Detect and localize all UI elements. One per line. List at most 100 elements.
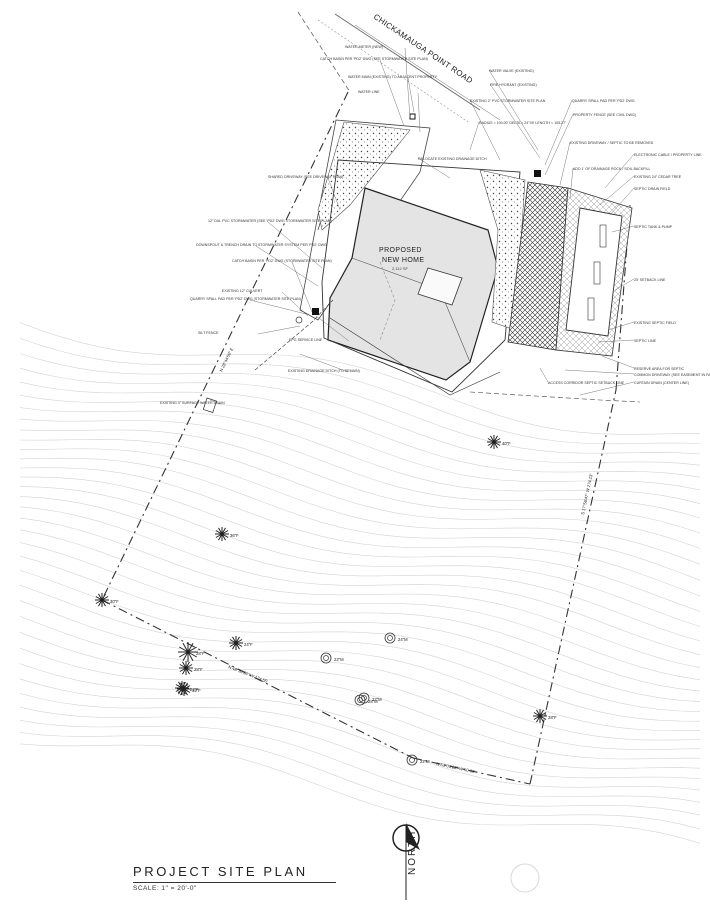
callout-note: 25' SETBACK LINE xyxy=(634,278,666,282)
contour-line xyxy=(19,647,700,760)
callout-leader xyxy=(379,59,405,127)
maple-tree-icon: 22"M xyxy=(406,754,430,766)
callout-leader xyxy=(604,153,635,189)
contour-line xyxy=(19,732,701,830)
callout-leader xyxy=(539,367,549,383)
septic-tank xyxy=(599,224,607,248)
callout-leader xyxy=(599,175,635,206)
callout-leader xyxy=(327,177,341,211)
tree-label: 36"F xyxy=(230,533,239,538)
callout-note: FIRE HYDRANT (EXISTING) xyxy=(490,83,537,87)
curtain-drain xyxy=(469,391,641,403)
fir-tree-icon: 32"F xyxy=(177,682,201,696)
contour-line xyxy=(19,616,701,741)
contour-line xyxy=(19,585,701,722)
callout-leader xyxy=(607,321,635,331)
callout-leader xyxy=(404,47,411,119)
callout-leader xyxy=(315,315,350,342)
callout-note: QUARRY SPALL PAD PER 'PD2' DWG xyxy=(572,99,635,103)
callout-leader xyxy=(209,399,221,405)
callout-leader xyxy=(597,339,635,343)
callout-note: CURTAIN DRAIN (CENTER LINE) xyxy=(634,381,689,385)
home-footprint xyxy=(327,187,499,381)
trees: 40"F 36"F 30"F 28"F 24"F 28"F 22"F32"F 22"M 28"M… xyxy=(95,435,557,766)
callout-leader xyxy=(469,99,501,161)
contour-line xyxy=(19,457,701,581)
plan-scale: SCALE: 1" = 20'-0" xyxy=(133,885,197,892)
callout-note: COMMON DRIVEWAY (SEE EASEMENT IN FAVOR O… xyxy=(634,373,710,377)
maple-tree-icon: 22"M xyxy=(320,652,344,664)
north-arrow-icon xyxy=(392,823,420,900)
contour-line xyxy=(19,517,701,668)
tree-label: 22"M xyxy=(334,657,344,662)
tree-label: 28"F xyxy=(196,651,205,656)
callout-note: RELOCATE EXISTING DRAINAGE DITCH xyxy=(418,157,487,161)
title-underline xyxy=(133,882,336,883)
callout-note: SEPTIC DRAIN FIELD xyxy=(634,187,671,191)
callout-leader xyxy=(281,291,309,317)
contour-line xyxy=(19,486,701,627)
septic-tank xyxy=(593,261,601,285)
callout-note: PROPERTY FENCE (SEE CIVIL DWG) xyxy=(573,113,636,117)
contour-line xyxy=(19,663,701,769)
contour-line xyxy=(19,395,701,491)
surface-drain xyxy=(202,397,217,413)
contour-line xyxy=(19,555,701,702)
contour-line xyxy=(19,496,701,642)
fir-tree-icon: 28"F xyxy=(179,661,203,675)
bearing-west: N 28°44'50" E xyxy=(218,347,234,373)
callout-leader xyxy=(601,355,635,369)
home-label-2: NEW HOME xyxy=(382,257,424,264)
callout-note: EXISTING 2" PVC STORMWATER SITE PLAN xyxy=(470,99,546,103)
north-label: NORTH xyxy=(407,829,418,875)
home-label-sub: 2,112 SF xyxy=(392,266,408,271)
catch-basin-ring xyxy=(295,316,303,324)
tree-label: 28"F xyxy=(548,715,557,720)
contour-line xyxy=(19,720,701,816)
fir-tree-icon: 24"F xyxy=(229,636,253,650)
tree-label: 22"M xyxy=(420,759,430,764)
callout-leader xyxy=(488,69,539,151)
callout-note: DOWNSPOUT & TRENCH DRAIN TO STORMWATER S… xyxy=(196,243,327,247)
callout-note: ACCESS CORRIDOR SEPTIC SETBACK LINE xyxy=(548,381,625,385)
callout-note: EXISTING DRIVEWAY / SEPTIC TO BE REMOVED xyxy=(570,141,654,145)
tree-label: 24"M xyxy=(398,637,408,642)
contour-line xyxy=(19,322,700,435)
callout-note: QUARRY SPALL PAD PER 'PD2' DWG (STORMWAT… xyxy=(190,297,301,301)
callouts-right: WATER VALVE (EXISTING) FIRE HYDRANT (EXIS… xyxy=(417,69,710,396)
fir-tree-icon: 30"F xyxy=(95,593,119,607)
callout-note: WATER VALVE (EXISTING) xyxy=(489,69,534,73)
fir-tree-icon: 28"F xyxy=(533,709,557,723)
callout-note: EXISTING 12" CULVERT xyxy=(222,289,263,293)
contour-line xyxy=(19,381,701,478)
tree-label: 28"M xyxy=(368,699,378,704)
contour-line xyxy=(19,706,701,803)
callout-leader xyxy=(544,99,573,166)
callout-note: CATCH BASIN PER 'PD2' DWG (STORMWATER SI… xyxy=(232,259,332,263)
contour-line xyxy=(19,693,701,791)
callout-leader xyxy=(611,225,635,233)
gravel-band xyxy=(479,169,526,331)
callout-leader xyxy=(407,77,415,113)
callout-note: EXISTING DRAINAGE DITCH (TO REMAIN) xyxy=(288,369,360,373)
maple-tree-icon: 24"M xyxy=(384,632,408,644)
water-meter xyxy=(409,113,416,120)
callout-note: ELECTRONIC CABLE / PROPERTY LINE xyxy=(634,153,702,157)
callout-leader xyxy=(614,278,635,291)
callout-note: RESERVE AREA FOR SEPTIC xyxy=(634,367,684,371)
road xyxy=(297,11,501,123)
tree-label: 22"F xyxy=(190,687,199,692)
callout-note: SHARED DRIVEWAY (SEE DRIVEWAY PLAN) xyxy=(268,175,343,179)
contour-line xyxy=(19,448,701,565)
callout-note: SEPTIC TANK & PUMP xyxy=(634,225,673,229)
callout-leader xyxy=(564,369,635,375)
fir-tree-icon: 36"F xyxy=(215,527,239,541)
contour-line xyxy=(19,338,701,445)
callouts-left: WATER METER (NEW)CATCH BASIN PER 'PD2' D… xyxy=(160,45,438,405)
callout-leader xyxy=(291,261,313,313)
tree-label: 32"F xyxy=(192,688,201,693)
contour-line xyxy=(19,743,701,844)
tree-label: 40"F xyxy=(502,441,511,446)
fir-tree-icon: 40"F xyxy=(487,435,511,449)
